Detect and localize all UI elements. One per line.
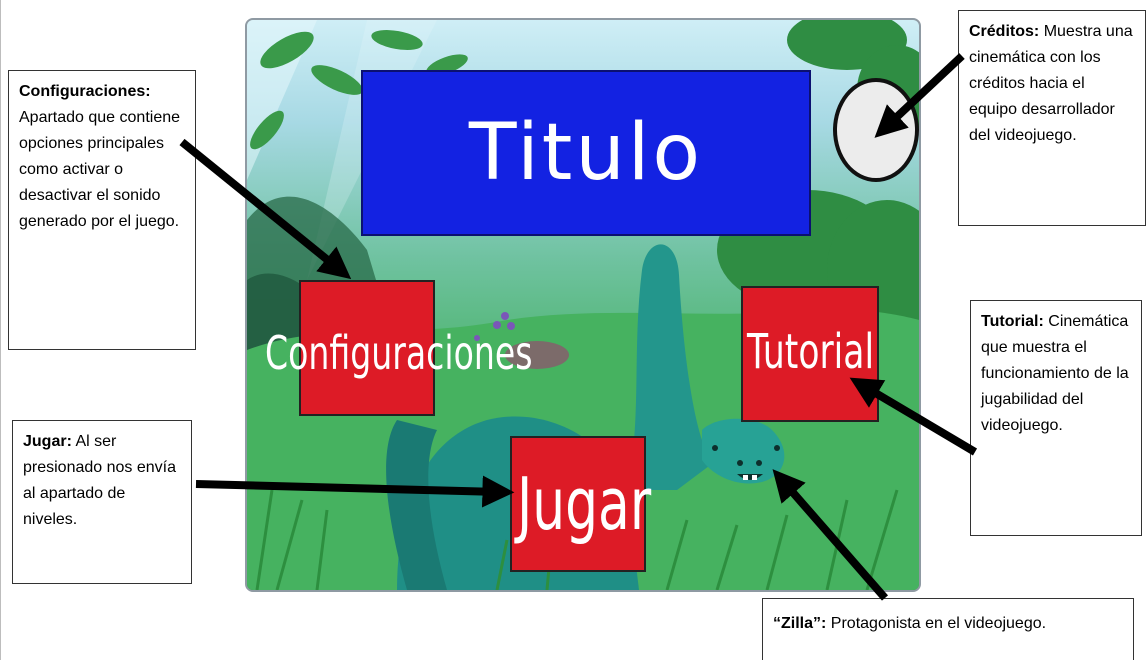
note-tutorial-text: Cinemática que muestra el funcionamiento… [981, 313, 1129, 434]
note-jugar: Jugar: Al ser presionado nos envía al ap… [12, 420, 192, 584]
note-tutorial: Tutorial: Cinemática que muestra el func… [970, 300, 1142, 536]
note-zilla-term: “Zilla”: [773, 615, 827, 632]
game-title: Titulo [468, 108, 704, 198]
note-zilla-text: Protagonista en el videojuego. [830, 615, 1047, 632]
settings-button-label: Configuraciones [265, 326, 533, 380]
note-tutorial-term: Tutorial: [981, 313, 1044, 330]
note-jugar-text: Al ser presionado nos envía al apartado … [23, 433, 176, 528]
credits-button[interactable] [833, 78, 919, 182]
settings-button[interactable] [299, 280, 435, 416]
page-left-rule [0, 0, 1, 660]
note-creditos-term: Créditos: [969, 23, 1040, 40]
note-zilla: “Zilla”: Protagonista en el videojuego. [762, 598, 1134, 660]
note-creditos: Créditos: Muestra una cinemática con los… [958, 10, 1146, 226]
note-creditos-text: Muestra una cinemática con los créditos … [969, 23, 1133, 144]
play-button-label: Jugar [517, 462, 652, 546]
note-configuraciones-text: Apartado que contiene opciones principal… [19, 109, 181, 230]
game-menu-mockup: Titulo Configuraciones Tutorial Jugar [245, 18, 921, 592]
note-jugar-term: Jugar: [23, 433, 72, 450]
tutorial-button-label: Tutorial [747, 324, 875, 380]
note-configuraciones: Configuraciones: Apartado que contiene o… [8, 70, 196, 350]
note-configuraciones-term: Configuraciones: [19, 83, 151, 100]
play-button[interactable] [510, 436, 646, 572]
title-banner: Titulo [361, 70, 811, 236]
